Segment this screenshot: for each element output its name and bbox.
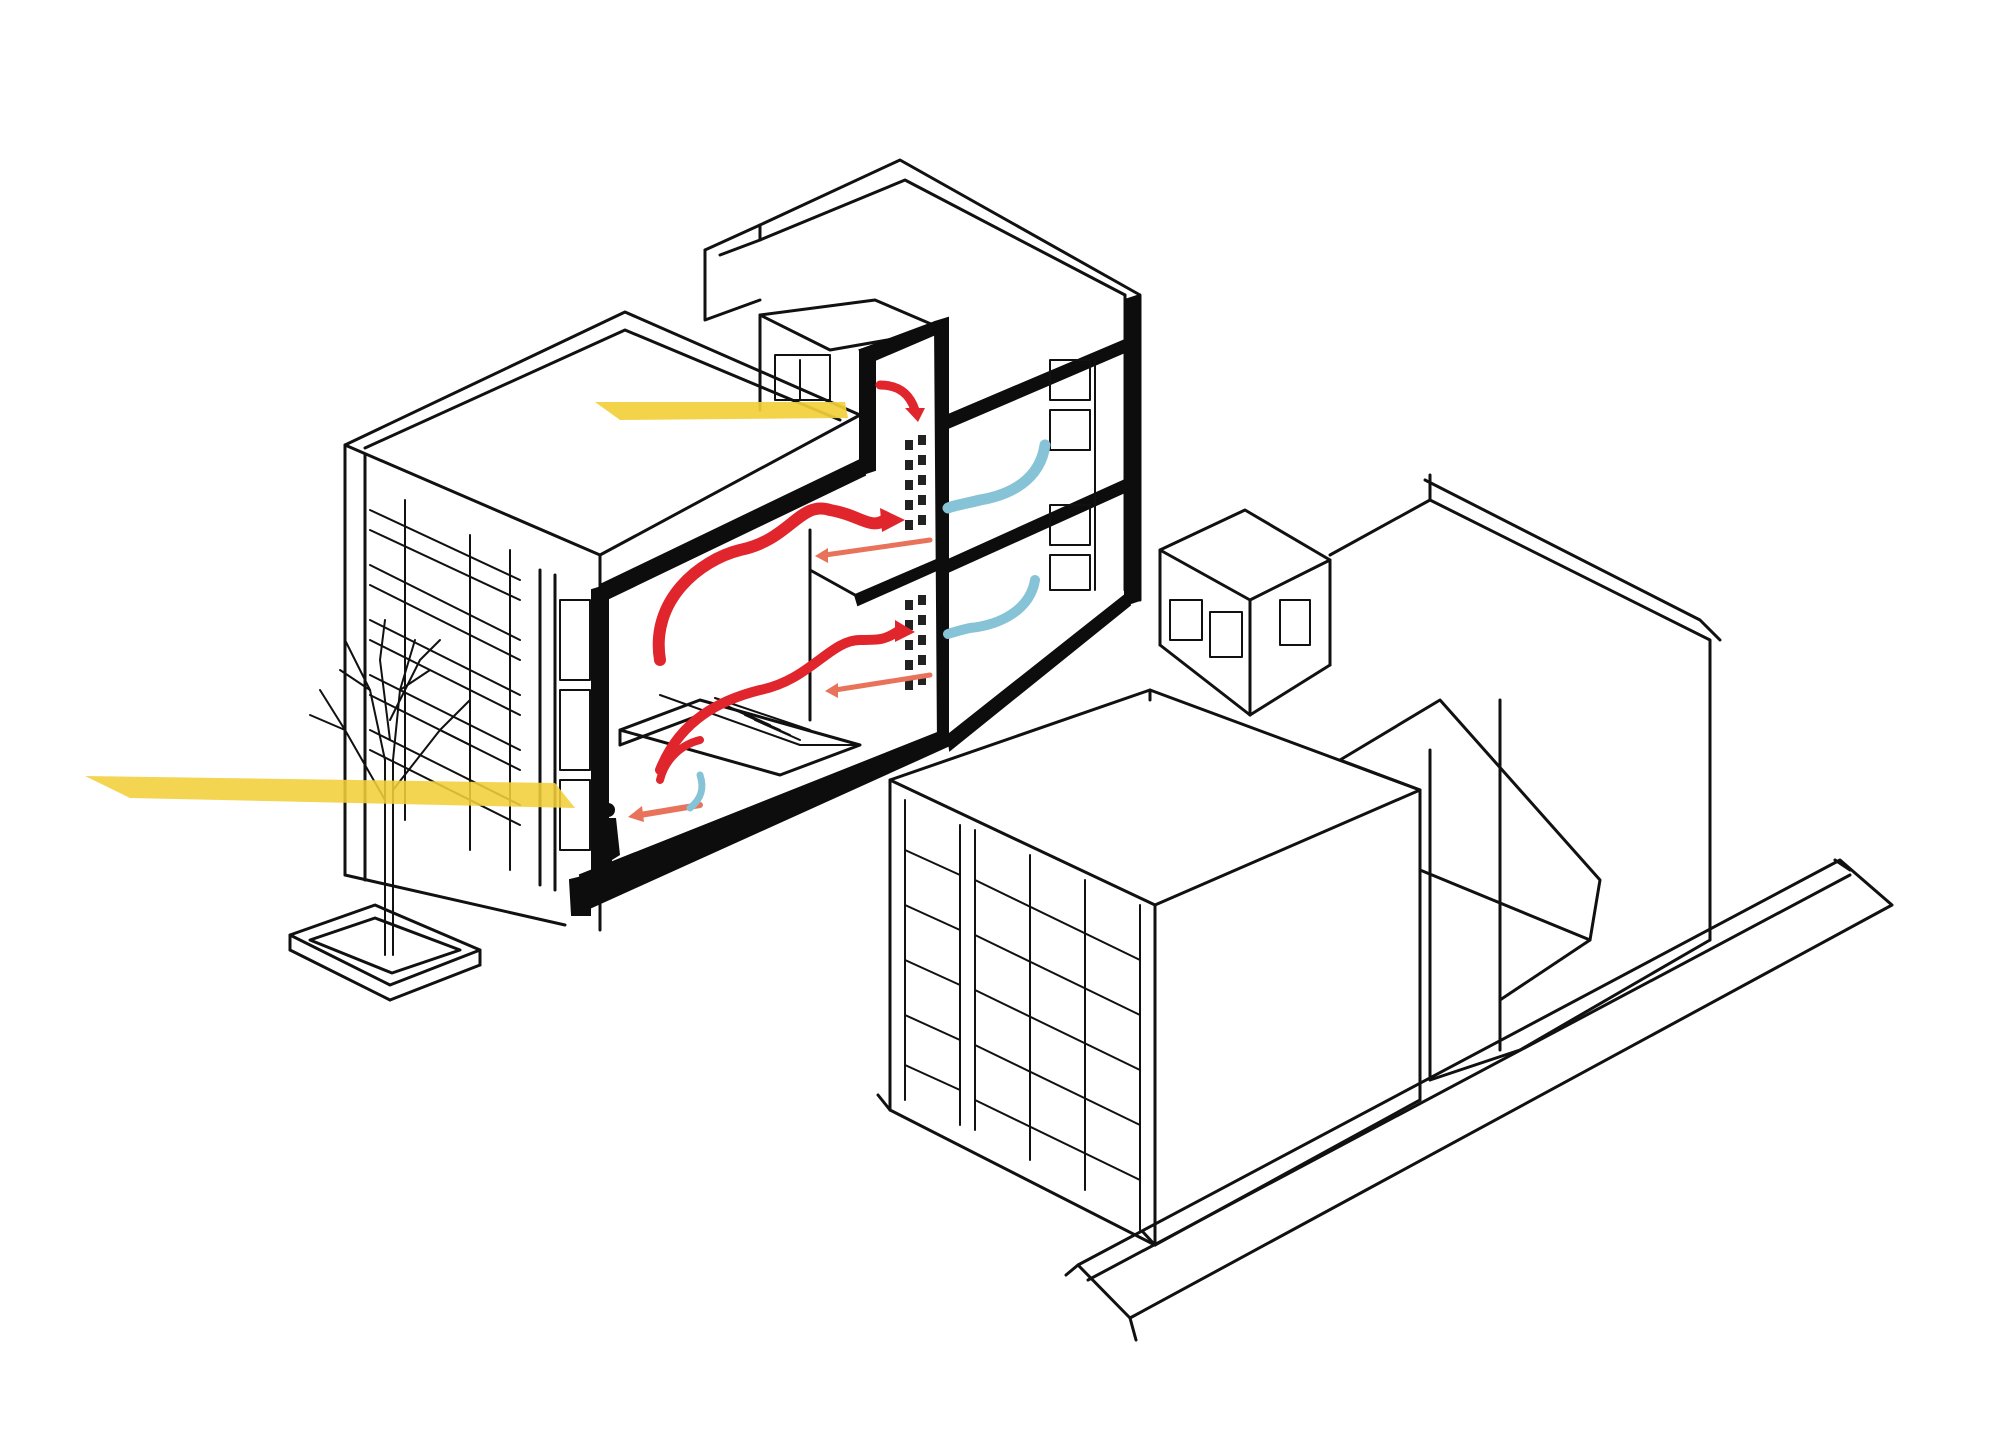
- tree-planter: [288, 903, 482, 1002]
- cool-air-arrow-upper: [942, 439, 1051, 514]
- neighbor-base-strip: [1064, 858, 1894, 1342]
- sun-ray-upper: [595, 402, 848, 420]
- perforated-core-screen: [905, 435, 926, 690]
- warm-air-arrow-rising: [652, 502, 891, 666]
- warm-air-arrow-ground: [656, 736, 704, 784]
- warm-air-arrow-top: [875, 380, 920, 415]
- sun-ray-arrows: [85, 402, 848, 808]
- airflow-arrows: [628, 380, 1051, 822]
- return-air-arrow-upper: [822, 537, 933, 558]
- neighboring-building: [876, 473, 1894, 1342]
- cool-air-arrow-ground: [686, 771, 706, 812]
- neighbor-roof-box: [1158, 508, 1332, 717]
- cool-air-arrow-lower: [943, 575, 1040, 639]
- person-silhouette-icon: [598, 803, 620, 880]
- neighbor-rear-block: [1328, 473, 1722, 1082]
- neighbor-facade-grid: [904, 799, 1141, 1231]
- stair-icon: [659, 694, 861, 746]
- left-facade-balconies: [369, 499, 591, 871]
- cutaway-building-section: [343, 158, 1142, 932]
- tree-icon: [288, 619, 482, 1002]
- upper-central-box: [758, 298, 947, 412]
- sun-ray-lower: [85, 776, 575, 808]
- rear-window-grid: [1049, 359, 1096, 591]
- neighbor-main-block: [876, 688, 1422, 1247]
- warm-air-arrow-lower: [655, 625, 905, 775]
- section-cut-walls: [568, 293, 1141, 916]
- return-air-arrow-lower: [832, 672, 933, 693]
